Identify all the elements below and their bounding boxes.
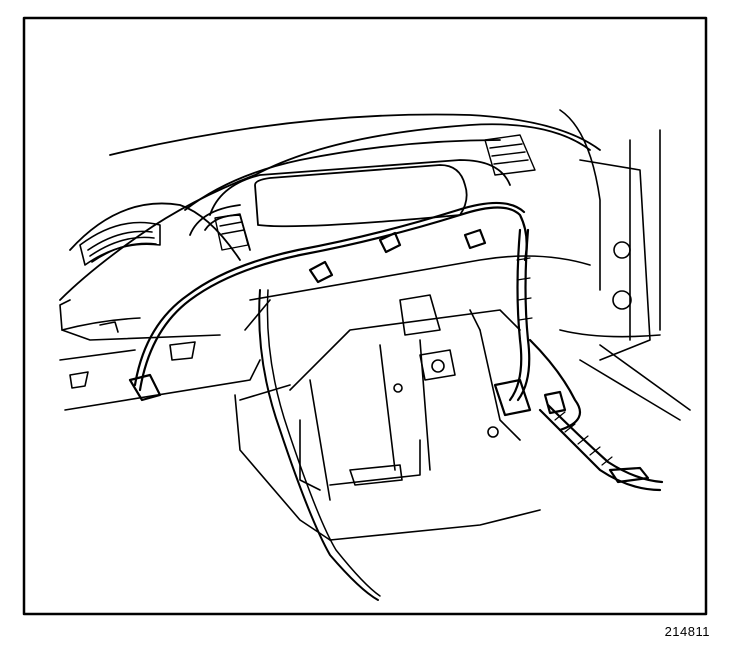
- right-side-panel: [559, 109, 691, 421]
- center-vents: [214, 134, 536, 251]
- harness-wraps: [516, 257, 613, 466]
- figure-frame: [22, 16, 708, 616]
- figure-code: 214811: [664, 624, 710, 639]
- dashboard-top: [59, 113, 601, 301]
- instrument-cluster-hood: [189, 159, 511, 251]
- carrier-structure: [234, 255, 591, 541]
- left-vent: [59, 221, 261, 411]
- wiring-harness: [128, 201, 664, 601]
